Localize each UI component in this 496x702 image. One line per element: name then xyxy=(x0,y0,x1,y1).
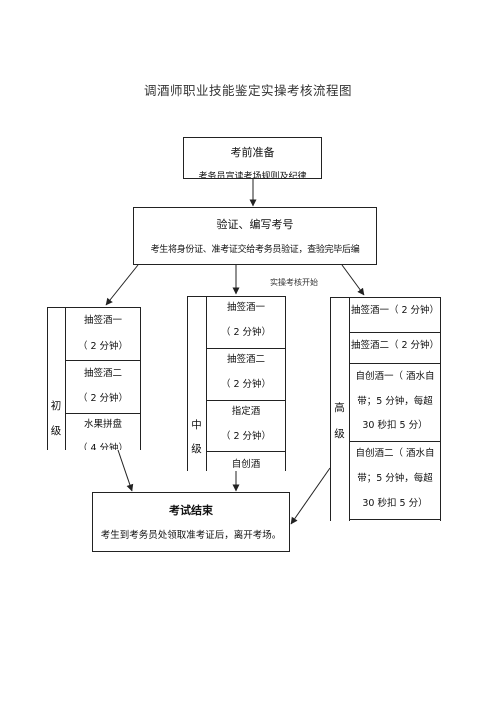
junior-item-2-line-1: 抽签酒二 xyxy=(83,368,122,379)
senior-item-3-line-2: 带；5 分钟，每超 xyxy=(357,396,433,407)
junior-item-2-line-2: （ 2 分钟） xyxy=(77,393,129,404)
middle-item-1-line-2: （ 2 分钟） xyxy=(220,327,272,338)
junior-column: 初 级 抽签酒一 （ 2 分钟） 抽签酒二 （ 2 分钟） 水果拼盘 （ 4 分… xyxy=(47,307,141,450)
arrow-junior-to-end xyxy=(117,449,134,492)
middle-char-1: 中 xyxy=(191,419,202,431)
arrow-verify-to-junior xyxy=(105,264,139,306)
senior-char-1: 高 xyxy=(334,402,345,414)
middle-char-2: 级 xyxy=(191,443,202,455)
middle-item-3-line-2: （ 2 分钟） xyxy=(220,431,272,442)
arrow-verify-to-senior xyxy=(341,264,365,296)
junior-char-2: 级 xyxy=(50,425,62,437)
verify-title: 验证、编写考号 xyxy=(216,218,294,231)
verify-box: 验证、编写考号 考生将身份证、准考证交给考务员验证，查验完毕后编 xyxy=(133,207,377,265)
middle-item-1-line-1: 抽签酒一 xyxy=(226,302,265,313)
middle-item-2-line-1: 抽签酒二 xyxy=(226,354,265,365)
junior-item-3-line-2: （ 4 分钟） xyxy=(77,443,129,450)
arrow-senior-to-end xyxy=(290,467,331,525)
page-title: 调酒师职业技能鉴定实操考核流程图 xyxy=(143,83,352,98)
prep-subtitle: 考务员宣读考场规则及纪律 xyxy=(198,172,307,179)
middle-item-4-line-1: 自创酒 xyxy=(231,459,261,470)
middle-item-3-line-1: 指定酒 xyxy=(231,406,261,417)
senior-item-3-line-1: 自创酒一（ 酒水自 xyxy=(355,371,435,382)
senior-item-4-line-2: 带；5 分钟，每超 xyxy=(357,473,433,484)
junior-char-1: 初 xyxy=(50,400,62,412)
start-label: 实操考核开始 xyxy=(270,278,318,287)
senior-column: 高 级 抽签酒一（ 2 分钟） 抽签酒二（ 2 分钟） 自创酒一（ 酒水自 带；… xyxy=(330,297,441,521)
senior-item-1: 抽签酒一（ 2 分钟） xyxy=(350,305,440,316)
senior-item-3-line-3: 30 秒扣 5 分） xyxy=(362,420,428,431)
end-subtitle: 考生到考务员处领取准考证后，离开考场。 xyxy=(100,530,282,541)
senior-item-2: 抽签酒二（ 2 分钟） xyxy=(350,340,440,351)
senior-item-4-line-3: 30 秒扣 5 分） xyxy=(362,498,428,509)
verify-subtitle: 考生将身份证、准考证交给考务员验证，查验完毕后编 xyxy=(150,245,360,255)
senior-item-4-line-1: 自创酒二（ 酒水自 xyxy=(355,448,435,459)
senior-char-2: 级 xyxy=(334,428,345,440)
prep-title: 考前准备 xyxy=(230,146,275,159)
middle-column: 中 级 抽签酒一 （ 2 分钟） 抽签酒二 （ 2 分钟） 指定酒 （ 2 分钟… xyxy=(187,296,286,471)
end-title: 考试结束 xyxy=(169,504,213,517)
end-box: 考试结束 考生到考务员处领取准考证后，离开考场。 xyxy=(92,492,290,552)
prep-box: 考前准备 考务员宣读考场规则及纪律 xyxy=(183,137,322,179)
middle-item-2-line-2: （ 2 分钟） xyxy=(220,379,272,390)
junior-item-1-line-1: 抽签酒一 xyxy=(83,315,122,326)
junior-item-3-line-1: 水果拼盘 xyxy=(83,419,122,430)
junior-item-1-line-2: （ 2 分钟） xyxy=(77,341,129,352)
